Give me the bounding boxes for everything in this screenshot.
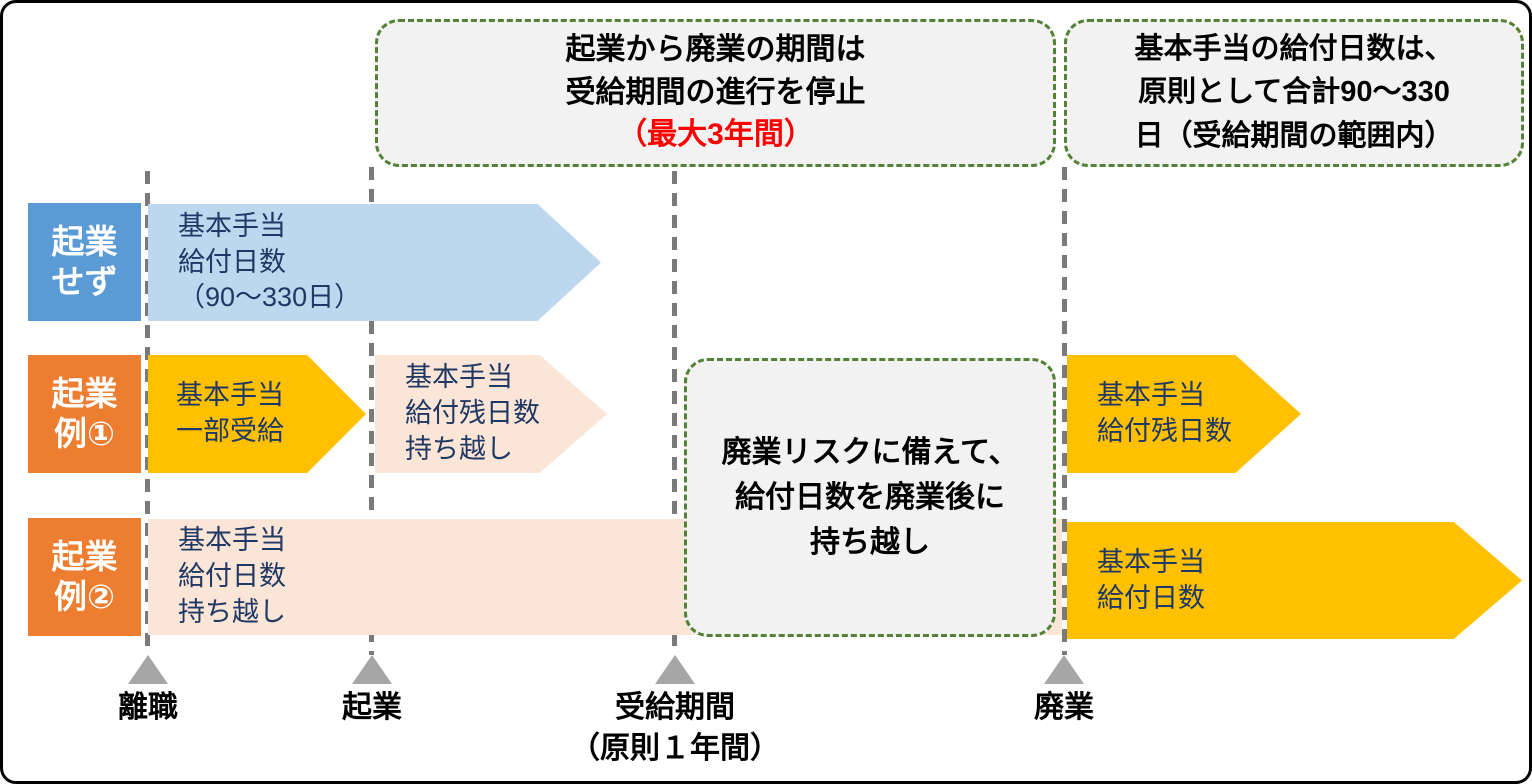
arrow-text: （90～330日） — [178, 282, 362, 313]
callout-text: 持ち越し — [810, 526, 930, 559]
callout-pause-period: 起業から廃業の期間は 受給期間の進行を停止 （最大3年間） — [375, 19, 1056, 167]
row-label-startup-case1: 起業 例① — [28, 355, 141, 473]
timeline-marker-resign — [128, 655, 168, 684]
arrow-text: 給付残日数 — [1097, 416, 1232, 446]
arrow-text: 給付日数 — [1097, 582, 1205, 613]
timeline-line-closure — [1062, 167, 1067, 655]
callout-total-days: 基本手当の給付日数は、 原則として合計90～330 日（受給期間の範囲内） — [1064, 19, 1524, 167]
row-label-startup-case2: 起業 例② — [28, 518, 141, 636]
timeline-label-closure: 廃業 — [1034, 691, 1094, 724]
arrow-benefit-days-case2: 基本手当 給付日数 — [1067, 522, 1522, 639]
callout-text: 廃業リスクに備えて、 — [721, 436, 1019, 469]
callout-text: 基本手当の給付日数は、 — [1134, 32, 1454, 65]
row-label-text: せず — [51, 263, 118, 300]
timeline-marker-closure — [1044, 655, 1084, 684]
arrow-text: 基本手当 — [178, 525, 286, 556]
arrow-text: 基本手当 — [176, 380, 284, 411]
row-label-text: 起業 — [51, 537, 118, 575]
arrow-text: 給付日数 — [178, 246, 286, 277]
timeline-line-resign — [145, 171, 150, 655]
callout-text: 受給期間の進行を停止 — [565, 75, 866, 109]
timeline-label-resign: 離職 — [118, 691, 178, 724]
arrow-text: 給付日数 — [178, 561, 286, 592]
arrow-text: 給付残日数 — [405, 398, 540, 429]
row-label-no-startup: 起業 せず — [28, 203, 141, 321]
callout-text: 日（受給期間の範囲内） — [1134, 119, 1454, 152]
row-label-text: 例① — [54, 415, 115, 452]
arrow-text: 一部受給 — [176, 416, 284, 446]
arrow-carryover-case1: 基本手当 給付残日数 持ち越し — [375, 355, 607, 473]
arrow-text: 基本手当 — [1097, 380, 1205, 411]
callout-text: 給付日数を廃業後に — [735, 481, 1005, 514]
arrow-text: 基本手当 — [1097, 546, 1205, 577]
arrow-text: 基本手当 — [405, 362, 513, 393]
row-label-text: 起業 — [51, 222, 118, 260]
timeline-marker-benefit-period — [655, 655, 695, 684]
timeline-marker-startup — [352, 655, 392, 684]
arrow-text: 持ち越し — [178, 596, 286, 627]
arrow-benefit-days-no-startup: 基本手当 給付日数 （90～330日） — [148, 204, 601, 321]
timeline-label-startup: 起業 — [342, 691, 402, 724]
timeline-line-startup — [369, 167, 374, 655]
row-label-text: 例② — [54, 578, 115, 615]
arrow-text: 基本手当 — [178, 210, 286, 241]
arrow-remaining-days-case1: 基本手当 給付残日数 — [1067, 355, 1301, 473]
callout-highlight-text: （最大3年間） — [617, 118, 814, 152]
callout-text: 原則として合計90～330 — [1138, 76, 1450, 109]
arrow-partial-benefit-case1: 基本手当 一部受給 — [148, 355, 366, 473]
callout-text: 起業から廃業の期間は — [565, 33, 866, 67]
timeline-line-benefit-period — [672, 171, 677, 655]
callout-closure-risk: 廃業リスクに備えて、 給付日数を廃業後に 持ち越し — [684, 358, 1056, 637]
row-label-text: 起業 — [51, 374, 118, 412]
timeline-label-benefit-period: 受給期間 （原則１年間） — [570, 691, 780, 766]
arrow-text: 持ち越し — [405, 433, 513, 464]
